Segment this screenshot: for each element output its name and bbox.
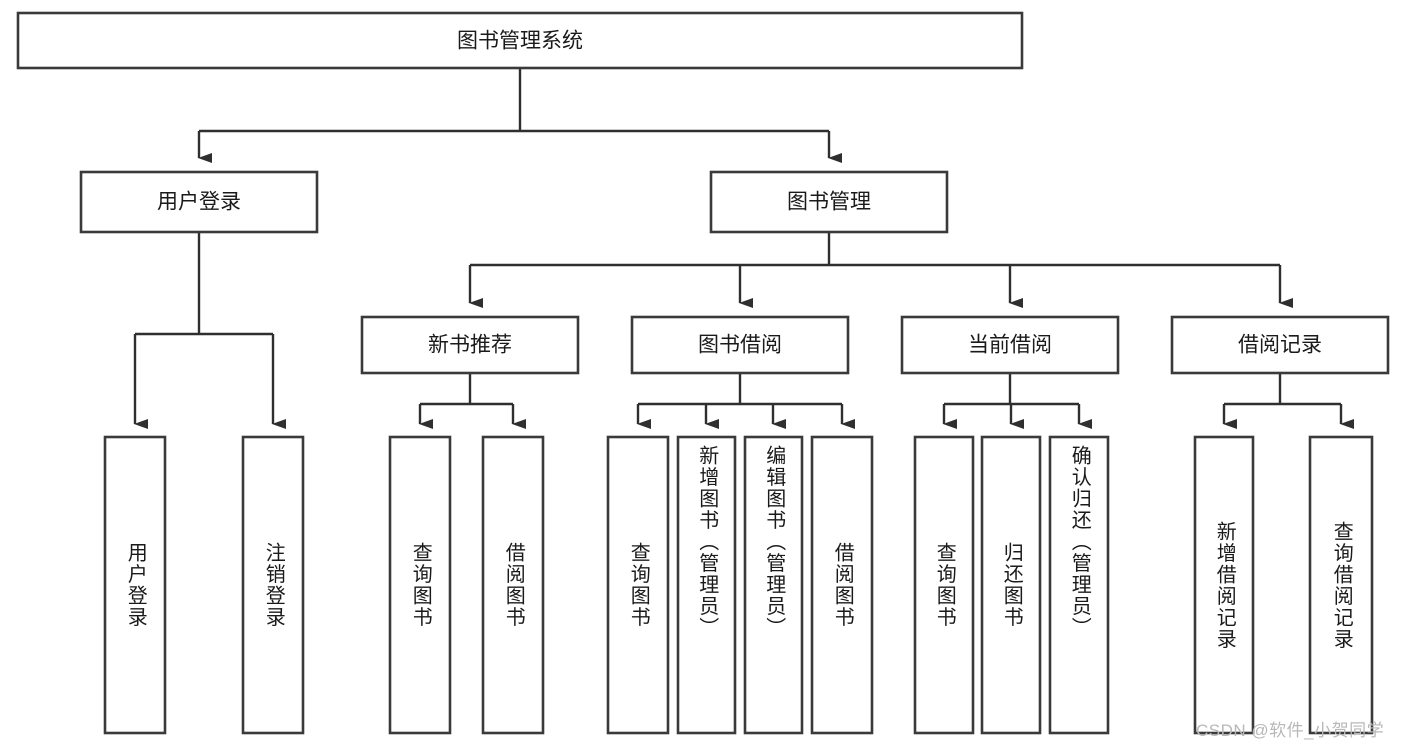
node-book-manage[interactable]: 图书管理 (709, 170, 949, 234)
node-book-manage-label: 图书管理 (787, 191, 871, 214)
leaf-new-book-query[interactable] (388, 435, 452, 735)
connector-group-book-manage-to-level3 (468, 232, 1293, 308)
leaf-borrow-record-query[interactable] (1308, 435, 1374, 735)
node-new-book-recommend-label: 新书推荐 (428, 334, 512, 357)
node-book-borrow[interactable]: 图书借阅 (630, 315, 850, 375)
connector-group-borrow-record-to-leaves (1222, 373, 1354, 429)
leaf-book-borrow-query[interactable] (606, 435, 670, 735)
node-book-borrow-label: 图书借阅 (698, 334, 782, 357)
leaf-borrow-record-add[interactable] (1193, 435, 1255, 735)
leaf-current-borrow-return[interactable] (980, 435, 1042, 735)
connector-group-current-borrow-to-leaves (942, 373, 1092, 429)
node-current-borrow-label: 当前借阅 (968, 334, 1052, 357)
leaf-book-borrow-edit[interactable] (743, 435, 804, 735)
node-borrow-record-label: 借阅记录 (1238, 334, 1322, 357)
node-root-label: 图书管理系统 (457, 30, 583, 53)
node-current-borrow[interactable]: 当前借阅 (900, 315, 1120, 375)
node-user-login-label: 用户登录 (157, 191, 241, 214)
leaf-new-book-borrow[interactable] (481, 435, 545, 735)
leaf-user-login-login[interactable] (103, 435, 167, 735)
leaf-user-login-logout[interactable] (241, 435, 305, 735)
node-root[interactable]: 图书管理系统 (16, 11, 1024, 70)
leaf-book-borrow-borrow[interactable] (810, 435, 874, 735)
connector-group-user-login-to-leaves (133, 232, 286, 429)
connector-group-book-borrow-to-leaves (636, 373, 855, 429)
leaf-current-borrow-query[interactable] (913, 435, 975, 735)
leaf-current-borrow-confirm[interactable] (1048, 435, 1110, 735)
node-new-book-recommend[interactable]: 新书推荐 (360, 315, 580, 375)
leaf-book-borrow-add[interactable] (676, 435, 737, 735)
node-user-login[interactable]: 用户登录 (79, 170, 319, 234)
connector-group-new-book-to-leaves (418, 373, 526, 429)
connector-group-root-to-level2 (197, 68, 842, 163)
csdn-watermark: CSDN @软件_小贺同学 (1196, 721, 1385, 740)
node-borrow-record[interactable]: 借阅记录 (1170, 315, 1390, 375)
